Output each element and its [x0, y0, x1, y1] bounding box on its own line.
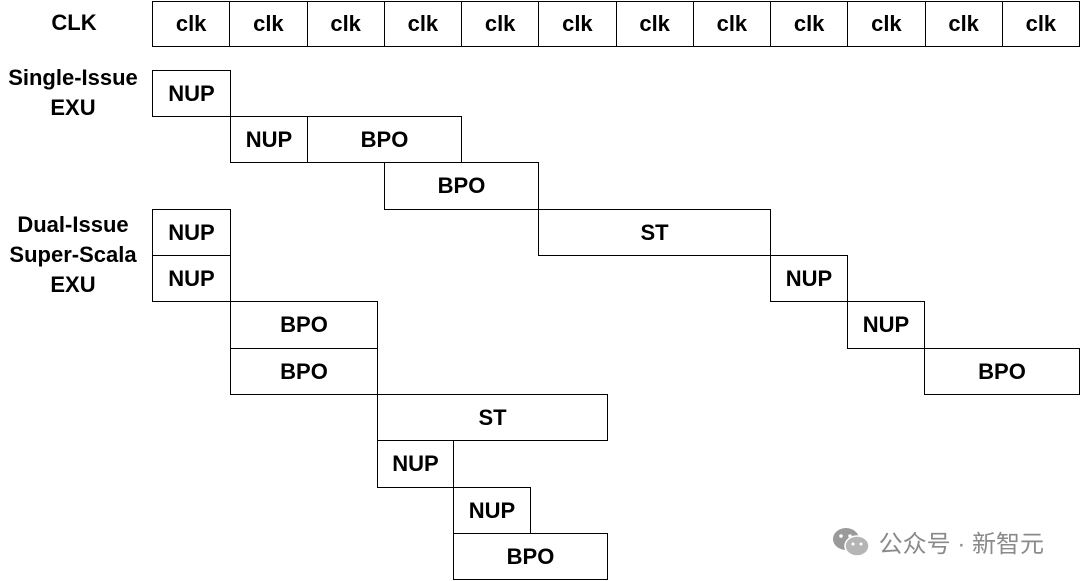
clk-label: CLK	[51, 10, 97, 35]
single-nup-box: NUP	[847, 301, 925, 349]
clk-cell: clk	[924, 2, 1002, 46]
single-bpo-box: BPO	[384, 162, 539, 210]
clk-cell: clk	[770, 2, 847, 46]
clk-cell: clk	[229, 2, 306, 46]
dual-issue-label-line2: Super-Scala	[9, 242, 137, 267]
single-nup-box: NUP	[230, 116, 308, 163]
dual-bpo-box: BPO	[453, 533, 608, 580]
clk-cell: clk	[615, 2, 693, 46]
clk-cell: clk	[306, 2, 384, 46]
single-nup-box: NUP	[770, 255, 848, 302]
watermark-text: 公众号 · 新智元	[878, 531, 1044, 558]
dual-issue-label-line1: Dual-Issue	[17, 212, 129, 237]
dual-bpo-box: BPO	[230, 348, 378, 395]
single-issue-label: Single-Issue EXU	[0, 63, 146, 123]
single-bpo-box: BPO	[307, 116, 462, 163]
clk-cell: clk	[175, 11, 207, 36]
dual-nup-box: NUP	[453, 487, 531, 534]
single-nup-box: NUP	[152, 70, 231, 117]
wechat-icon	[832, 527, 870, 557]
dual-issue-label: Dual-Issue Super-Scala EXU	[0, 210, 146, 300]
single-bpo-box: BPO	[924, 348, 1080, 395]
clk-cell: clk	[1001, 2, 1079, 46]
dual-bpo-box: BPO	[230, 301, 378, 349]
dual-nup-box: NUP	[152, 209, 231, 256]
single-issue-label-line1: Single-Issue	[8, 65, 138, 90]
dual-nup-box: NUP	[152, 255, 231, 302]
clk-cell: clk	[692, 2, 770, 46]
single-issue-label-line2: EXU	[50, 95, 96, 120]
dual-nup-box: NUP	[377, 440, 454, 488]
clk-cell: clk	[383, 2, 461, 46]
dual-issue-label-line3: EXU	[50, 272, 96, 297]
clk-cell: clk	[847, 2, 924, 46]
clk-cell: clk	[538, 2, 615, 46]
clk-cell: clk	[461, 2, 538, 46]
clock-row: clk clk clk clk clk clk clk clk clk clk …	[152, 1, 1080, 47]
watermark: 公众号 · 新智元	[831, 524, 1044, 559]
single-st-box: ST	[538, 209, 771, 256]
dual-st-box: ST	[377, 394, 608, 441]
